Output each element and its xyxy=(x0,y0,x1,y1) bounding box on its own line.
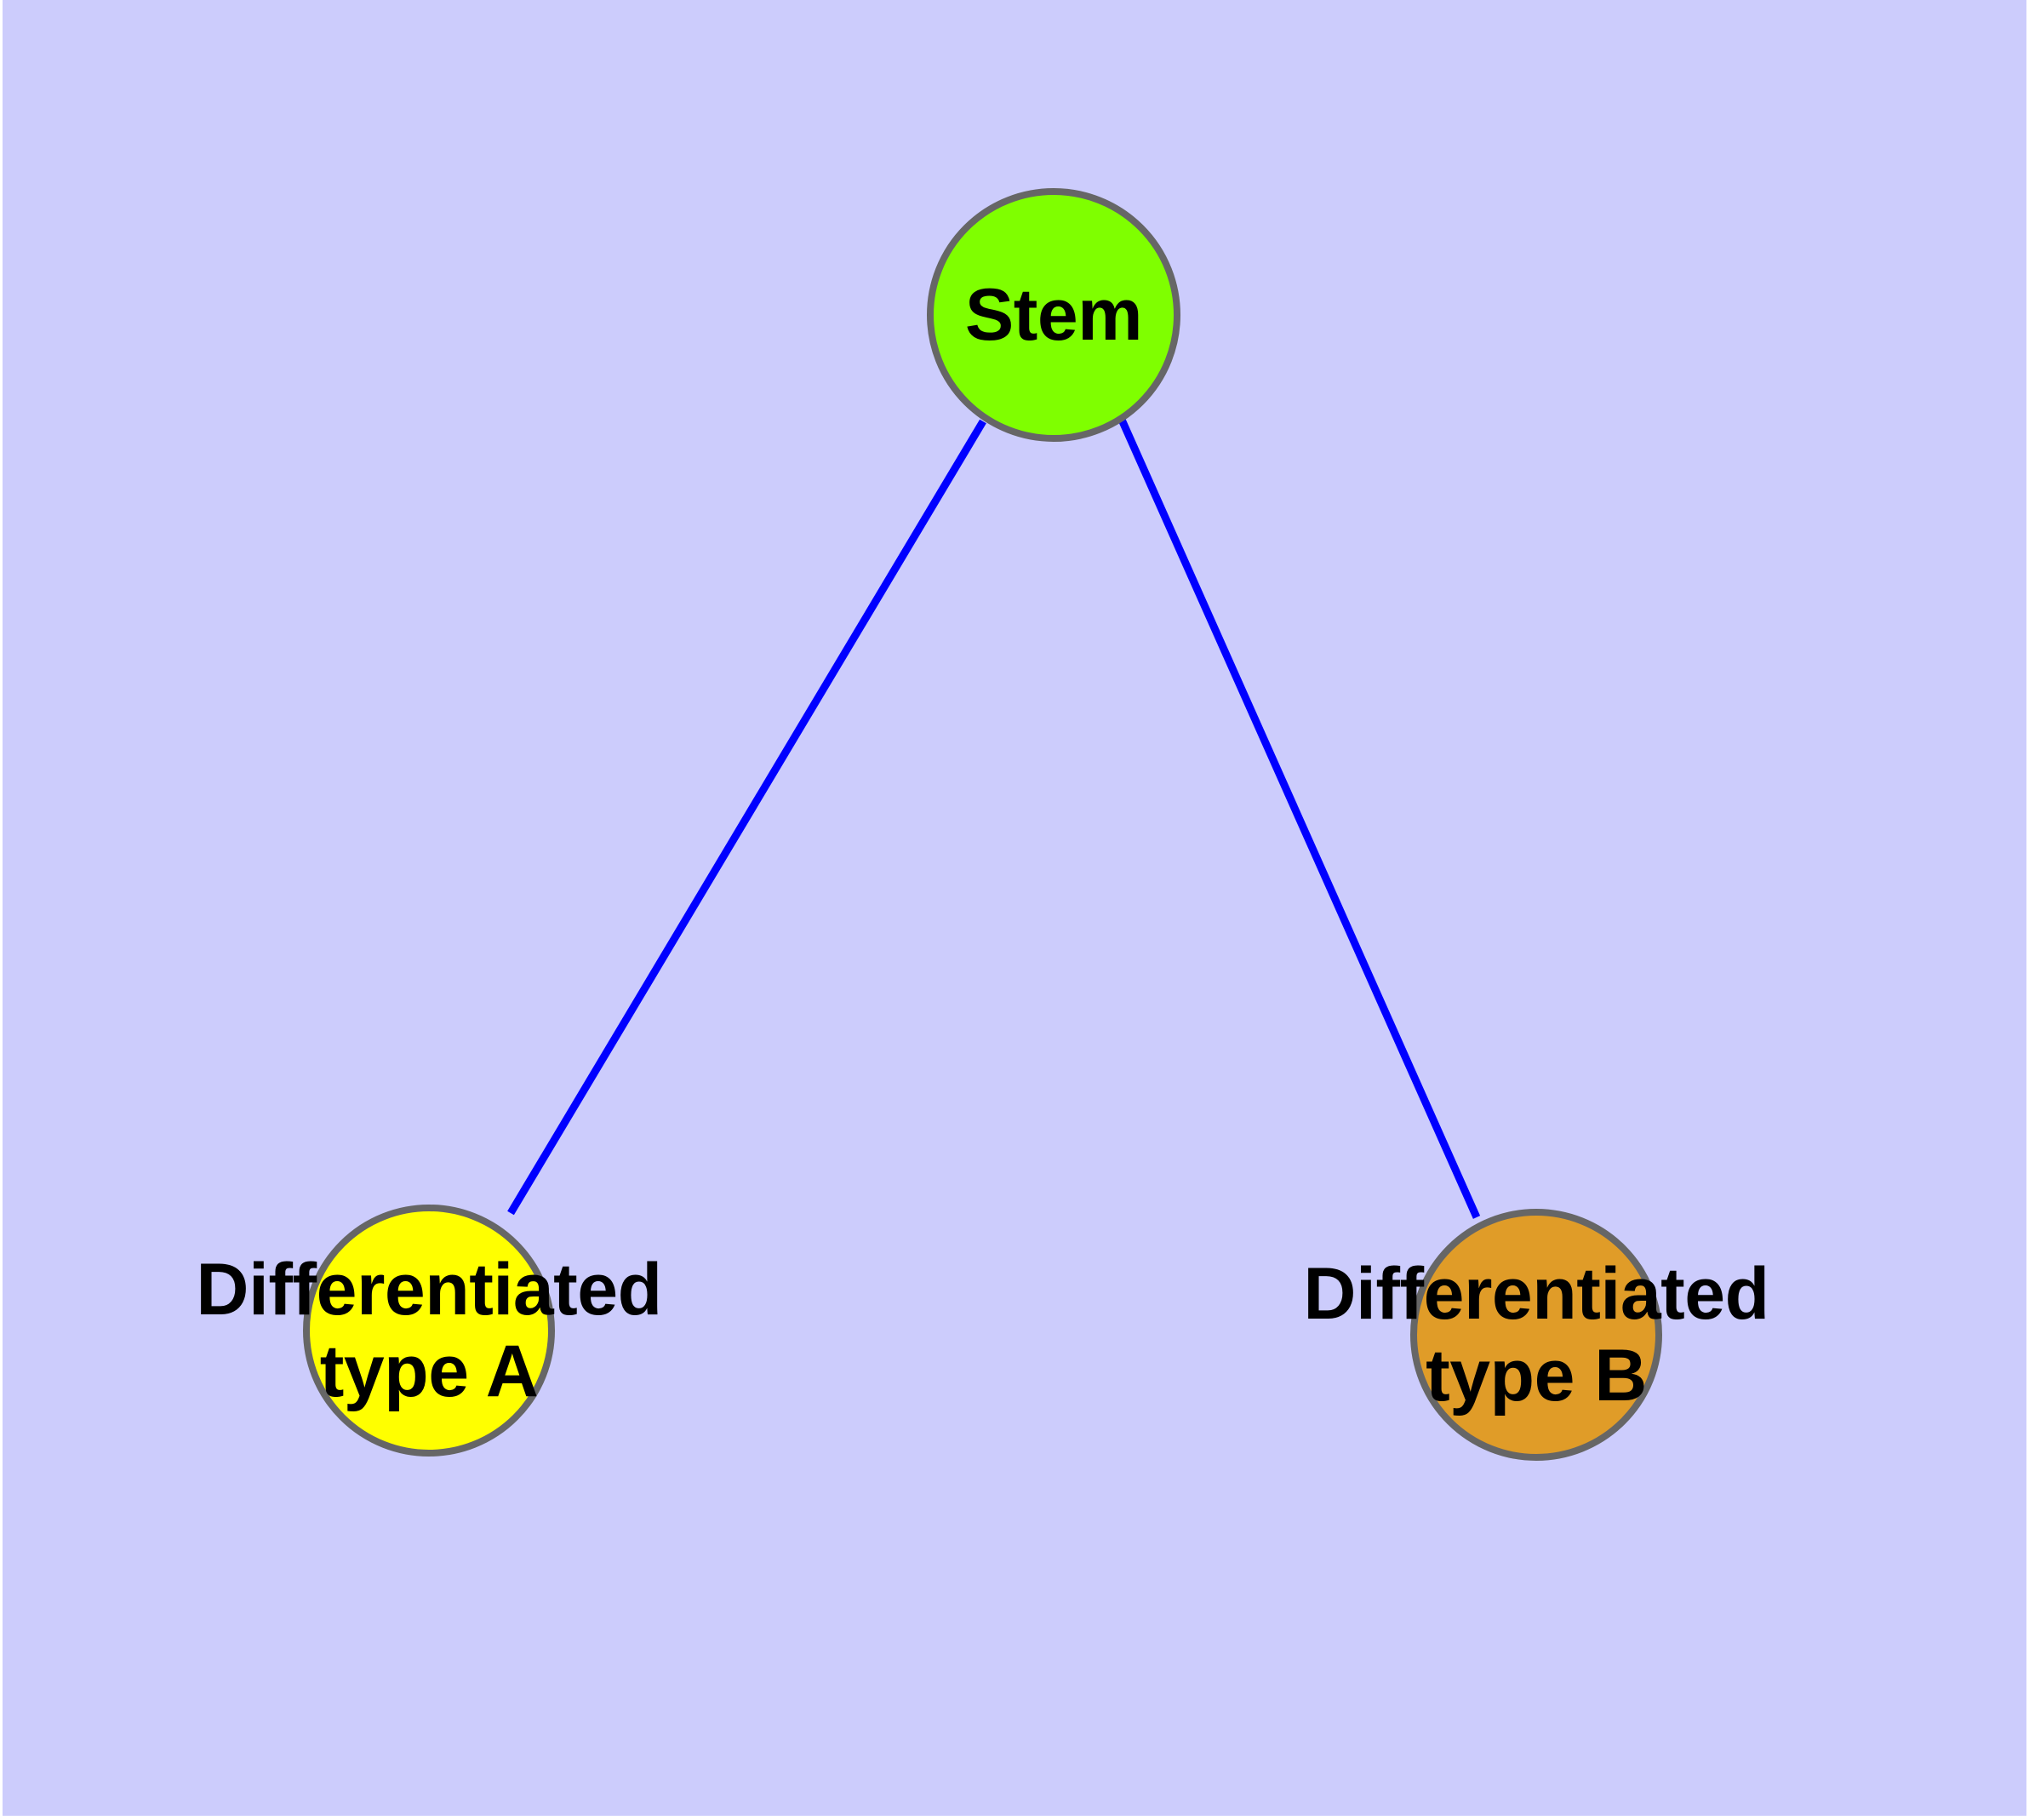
node-differentiated-type-a-label-line1: Differentiated xyxy=(196,1248,662,1331)
node-stem-label: Stem xyxy=(964,273,1143,356)
node-differentiated-type-a-circle xyxy=(303,1205,555,1457)
node-differentiated-type-b-label-line2: type B xyxy=(1426,1335,1647,1417)
node-differentiated-type-b-label-line1: Differentiated xyxy=(1303,1252,1769,1335)
edge-stem-to-type-a xyxy=(507,419,986,1216)
node-differentiated-type-b-circle xyxy=(1410,1209,1662,1461)
node-stem-circle xyxy=(927,188,1180,442)
node-stem[interactable]: Stem xyxy=(926,187,1181,443)
node-differentiated-type-a-label-line2: type A xyxy=(319,1331,539,1412)
edge-stem-to-type-b xyxy=(1117,418,1481,1219)
